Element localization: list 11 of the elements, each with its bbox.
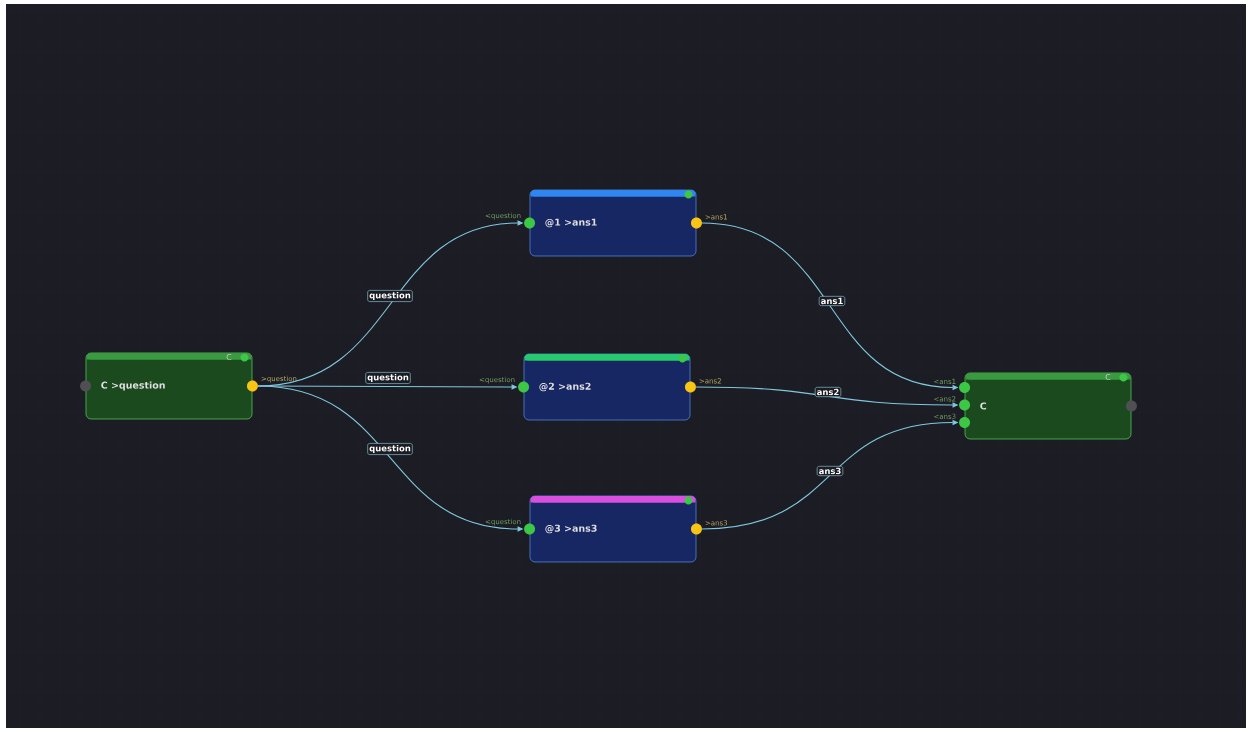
edge-label: ans3 (816, 466, 844, 476)
node-title: C >question (101, 381, 165, 391)
edge-label: question (365, 372, 411, 384)
edge-label: ans1 (818, 296, 846, 306)
node-title: @3 >ans3 (545, 524, 597, 534)
edge-label: ans2 (814, 386, 842, 397)
edge-label: question (367, 443, 413, 455)
node-title: @2 >ans2 (539, 382, 591, 392)
edge-label: question (367, 290, 413, 302)
node-title: C (980, 402, 987, 410)
node-title: @1 >ans1 (545, 218, 597, 228)
